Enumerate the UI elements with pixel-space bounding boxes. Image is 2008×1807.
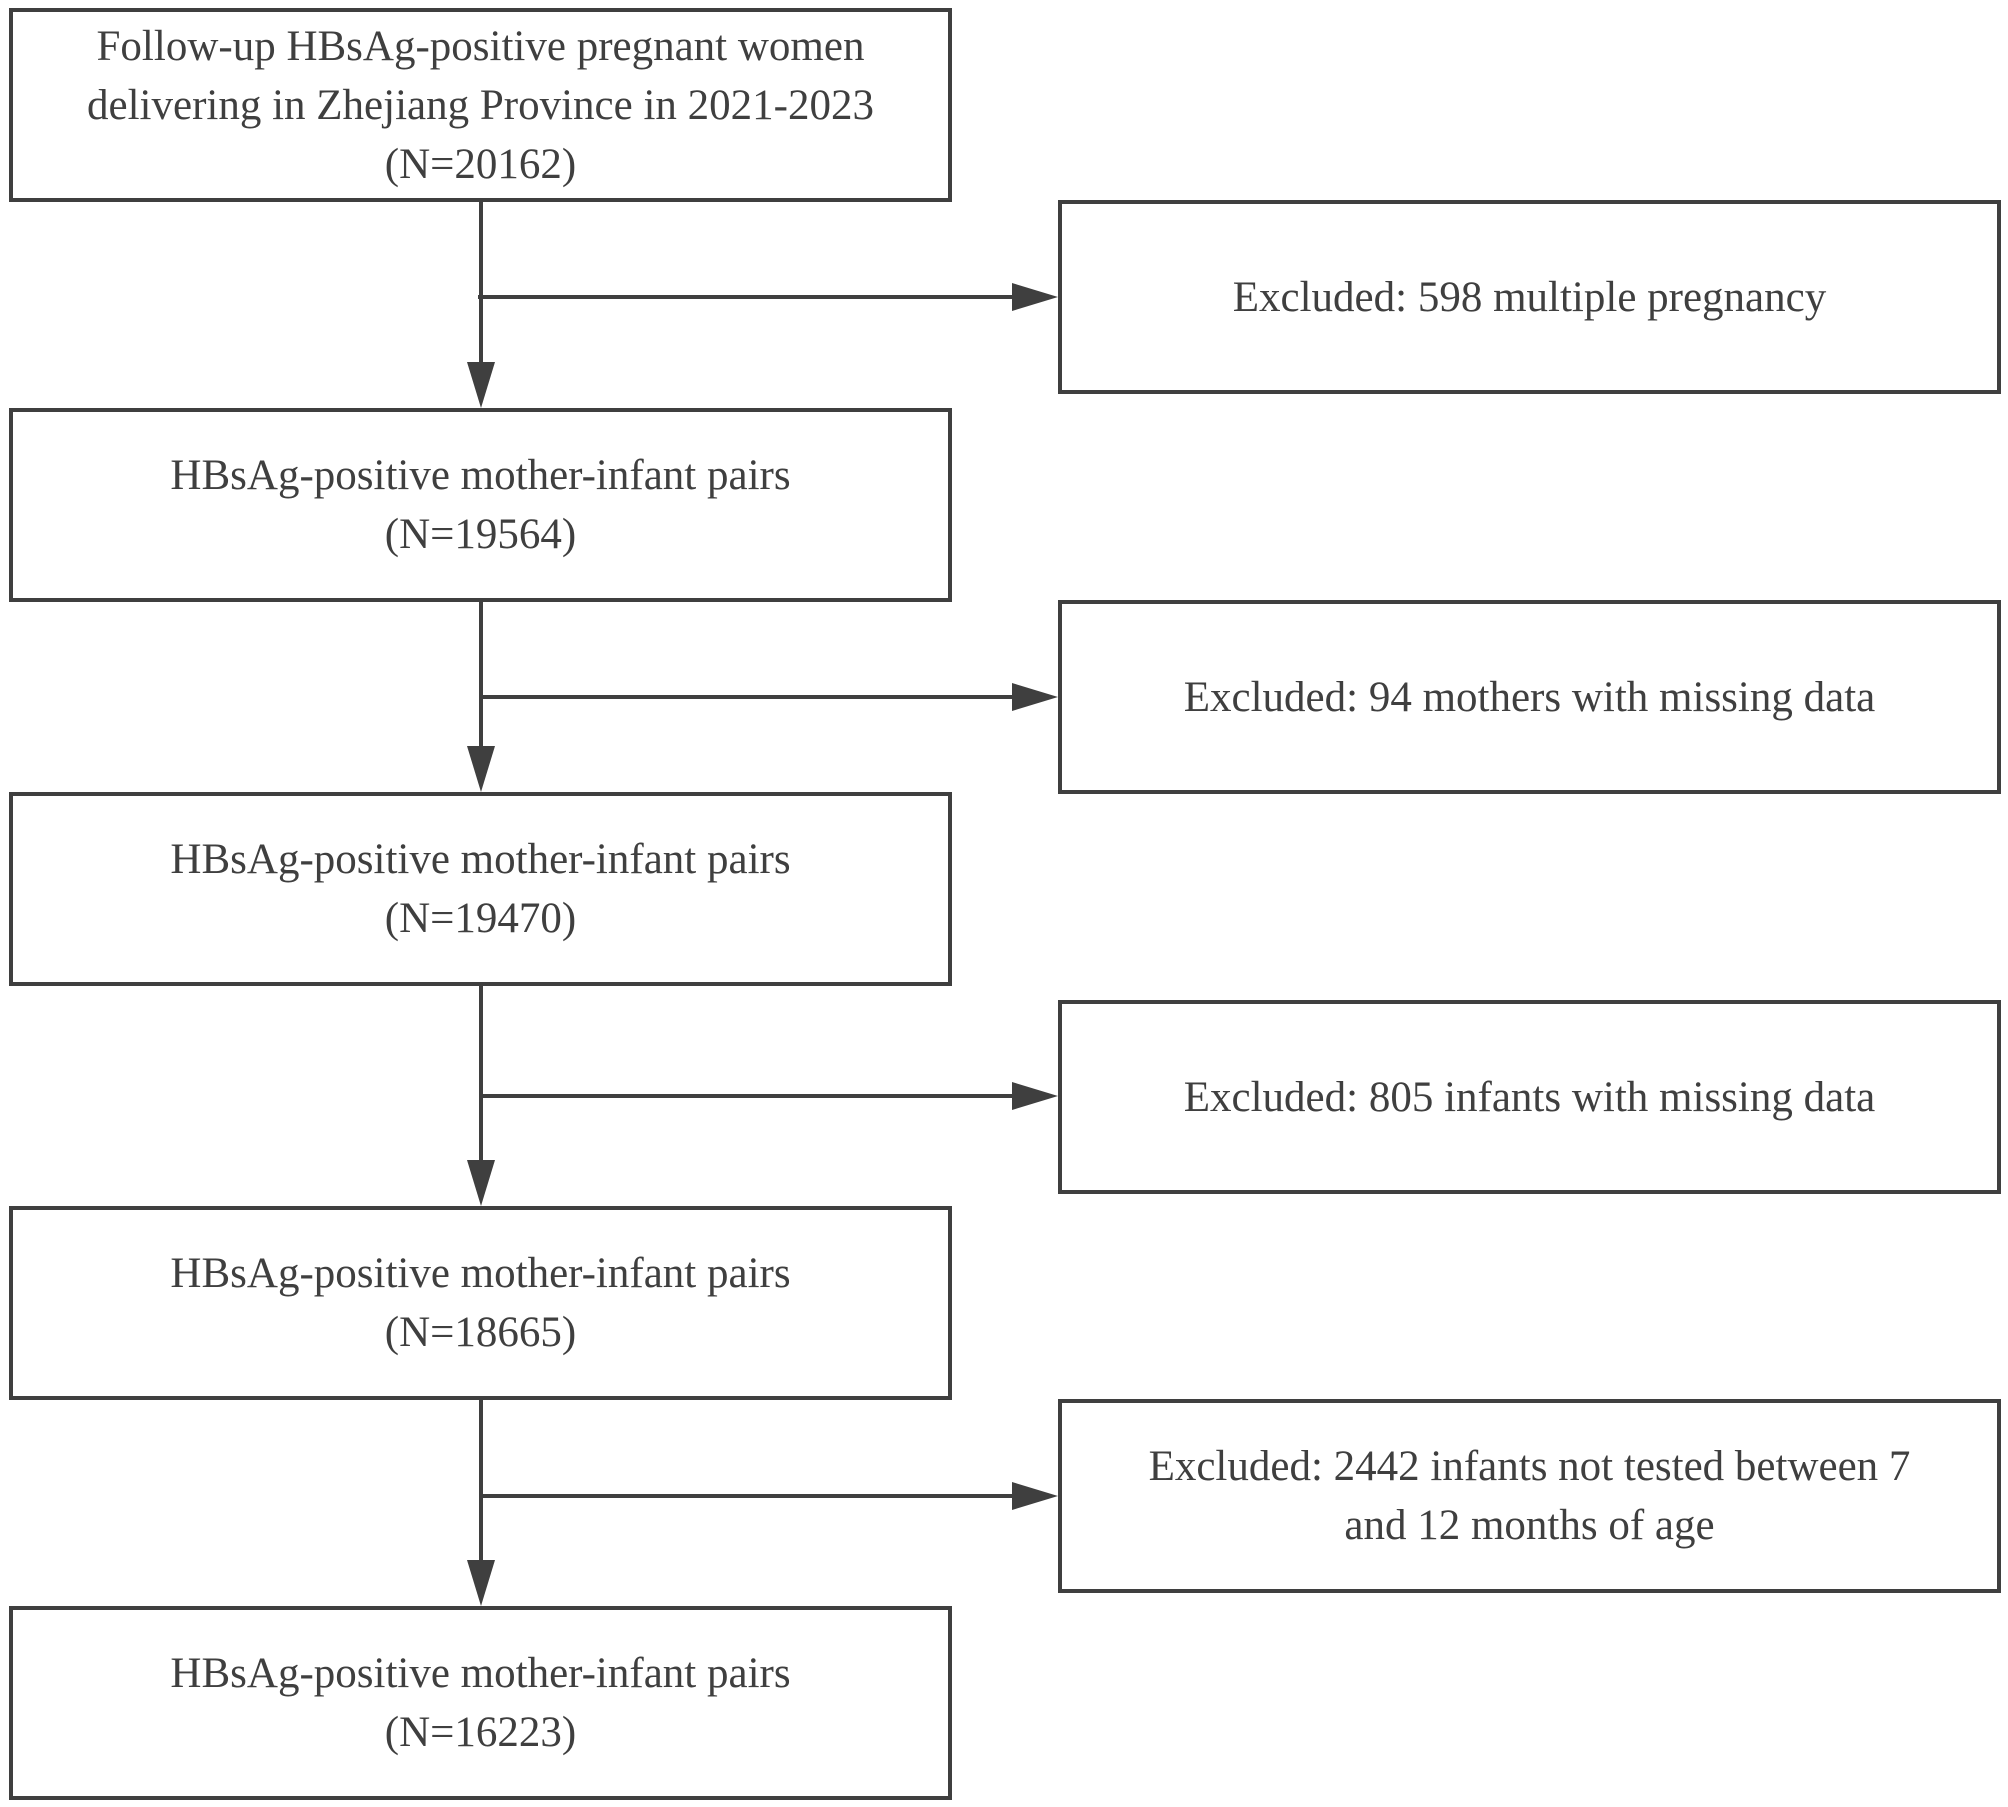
exclusion-arrow-4: [481, 1482, 1058, 1510]
pairs-box-step-2: HBsAg-positive mother-infant pairs (N=19…: [9, 408, 952, 602]
pairs-count: (N=19470): [384, 895, 577, 942]
pairs-label: HBsAg-positive mother-infant pairs: [170, 836, 791, 883]
exclusion-text: Excluded: 805 infants with missing data: [1183, 1073, 1876, 1121]
pairs-count: (N=16223): [384, 1709, 577, 1756]
final-cohort-box: HBsAg-positive mother-infant pairs (N=16…: [9, 1606, 952, 1800]
exclusion-box-infants-not-tested: Excluded: 2442 infants not tested betwee…: [1058, 1399, 2001, 1593]
exclusion-text: Excluded: 94 mothers with missing data: [1183, 673, 1876, 721]
enrollment-count: (N=20162): [384, 140, 577, 188]
pairs-box-step-3: HBsAg-positive mother-infant pairs (N=19…: [9, 792, 952, 986]
exclusion-box-infants-missing-data: Excluded: 805 infants with missing data: [1058, 1000, 2001, 1194]
pairs-label: HBsAg-positive mother-infant pairs: [170, 1250, 791, 1297]
exclusion-arrow-2: [481, 683, 1058, 711]
vertical-arrow-2: [467, 602, 495, 792]
exclusion-text: Excluded: 598 multiple pregnancy: [1232, 273, 1827, 321]
exclusion-arrow-1: [478, 283, 1058, 311]
pairs-box-step-4: HBsAg-positive mother-infant pairs (N=18…: [9, 1206, 952, 1400]
exclusion-box-mothers-missing-data: Excluded: 94 mothers with missing data: [1058, 600, 2001, 794]
vertical-arrow-1: [467, 202, 495, 408]
exclusion-arrow-3: [481, 1082, 1058, 1110]
exclusion-text-line-2: and 12 months of age: [1344, 1502, 1715, 1549]
vertical-arrow-4: [467, 1400, 495, 1606]
pairs-count: (N=19564): [384, 511, 577, 558]
exclusion-box-multiple-pregnancy: Excluded: 598 multiple pregnancy: [1058, 200, 2001, 394]
enrollment-line-1: Follow-up HBsAg-positive pregnant women: [96, 22, 865, 70]
exclusion-text-line-1: Excluded: 2442 infants not tested betwee…: [1148, 1443, 1911, 1490]
pairs-label: HBsAg-positive mother-infant pairs: [170, 452, 791, 499]
enrollment-box: Follow-up HBsAg-positive pregnant women …: [9, 8, 952, 202]
vertical-arrow-3: [467, 986, 495, 1206]
enrollment-line-2: delivering in Zhejiang Province in 2021-…: [87, 81, 874, 129]
pairs-count: (N=18665): [384, 1309, 577, 1356]
pairs-label: HBsAg-positive mother-infant pairs: [170, 1650, 791, 1697]
